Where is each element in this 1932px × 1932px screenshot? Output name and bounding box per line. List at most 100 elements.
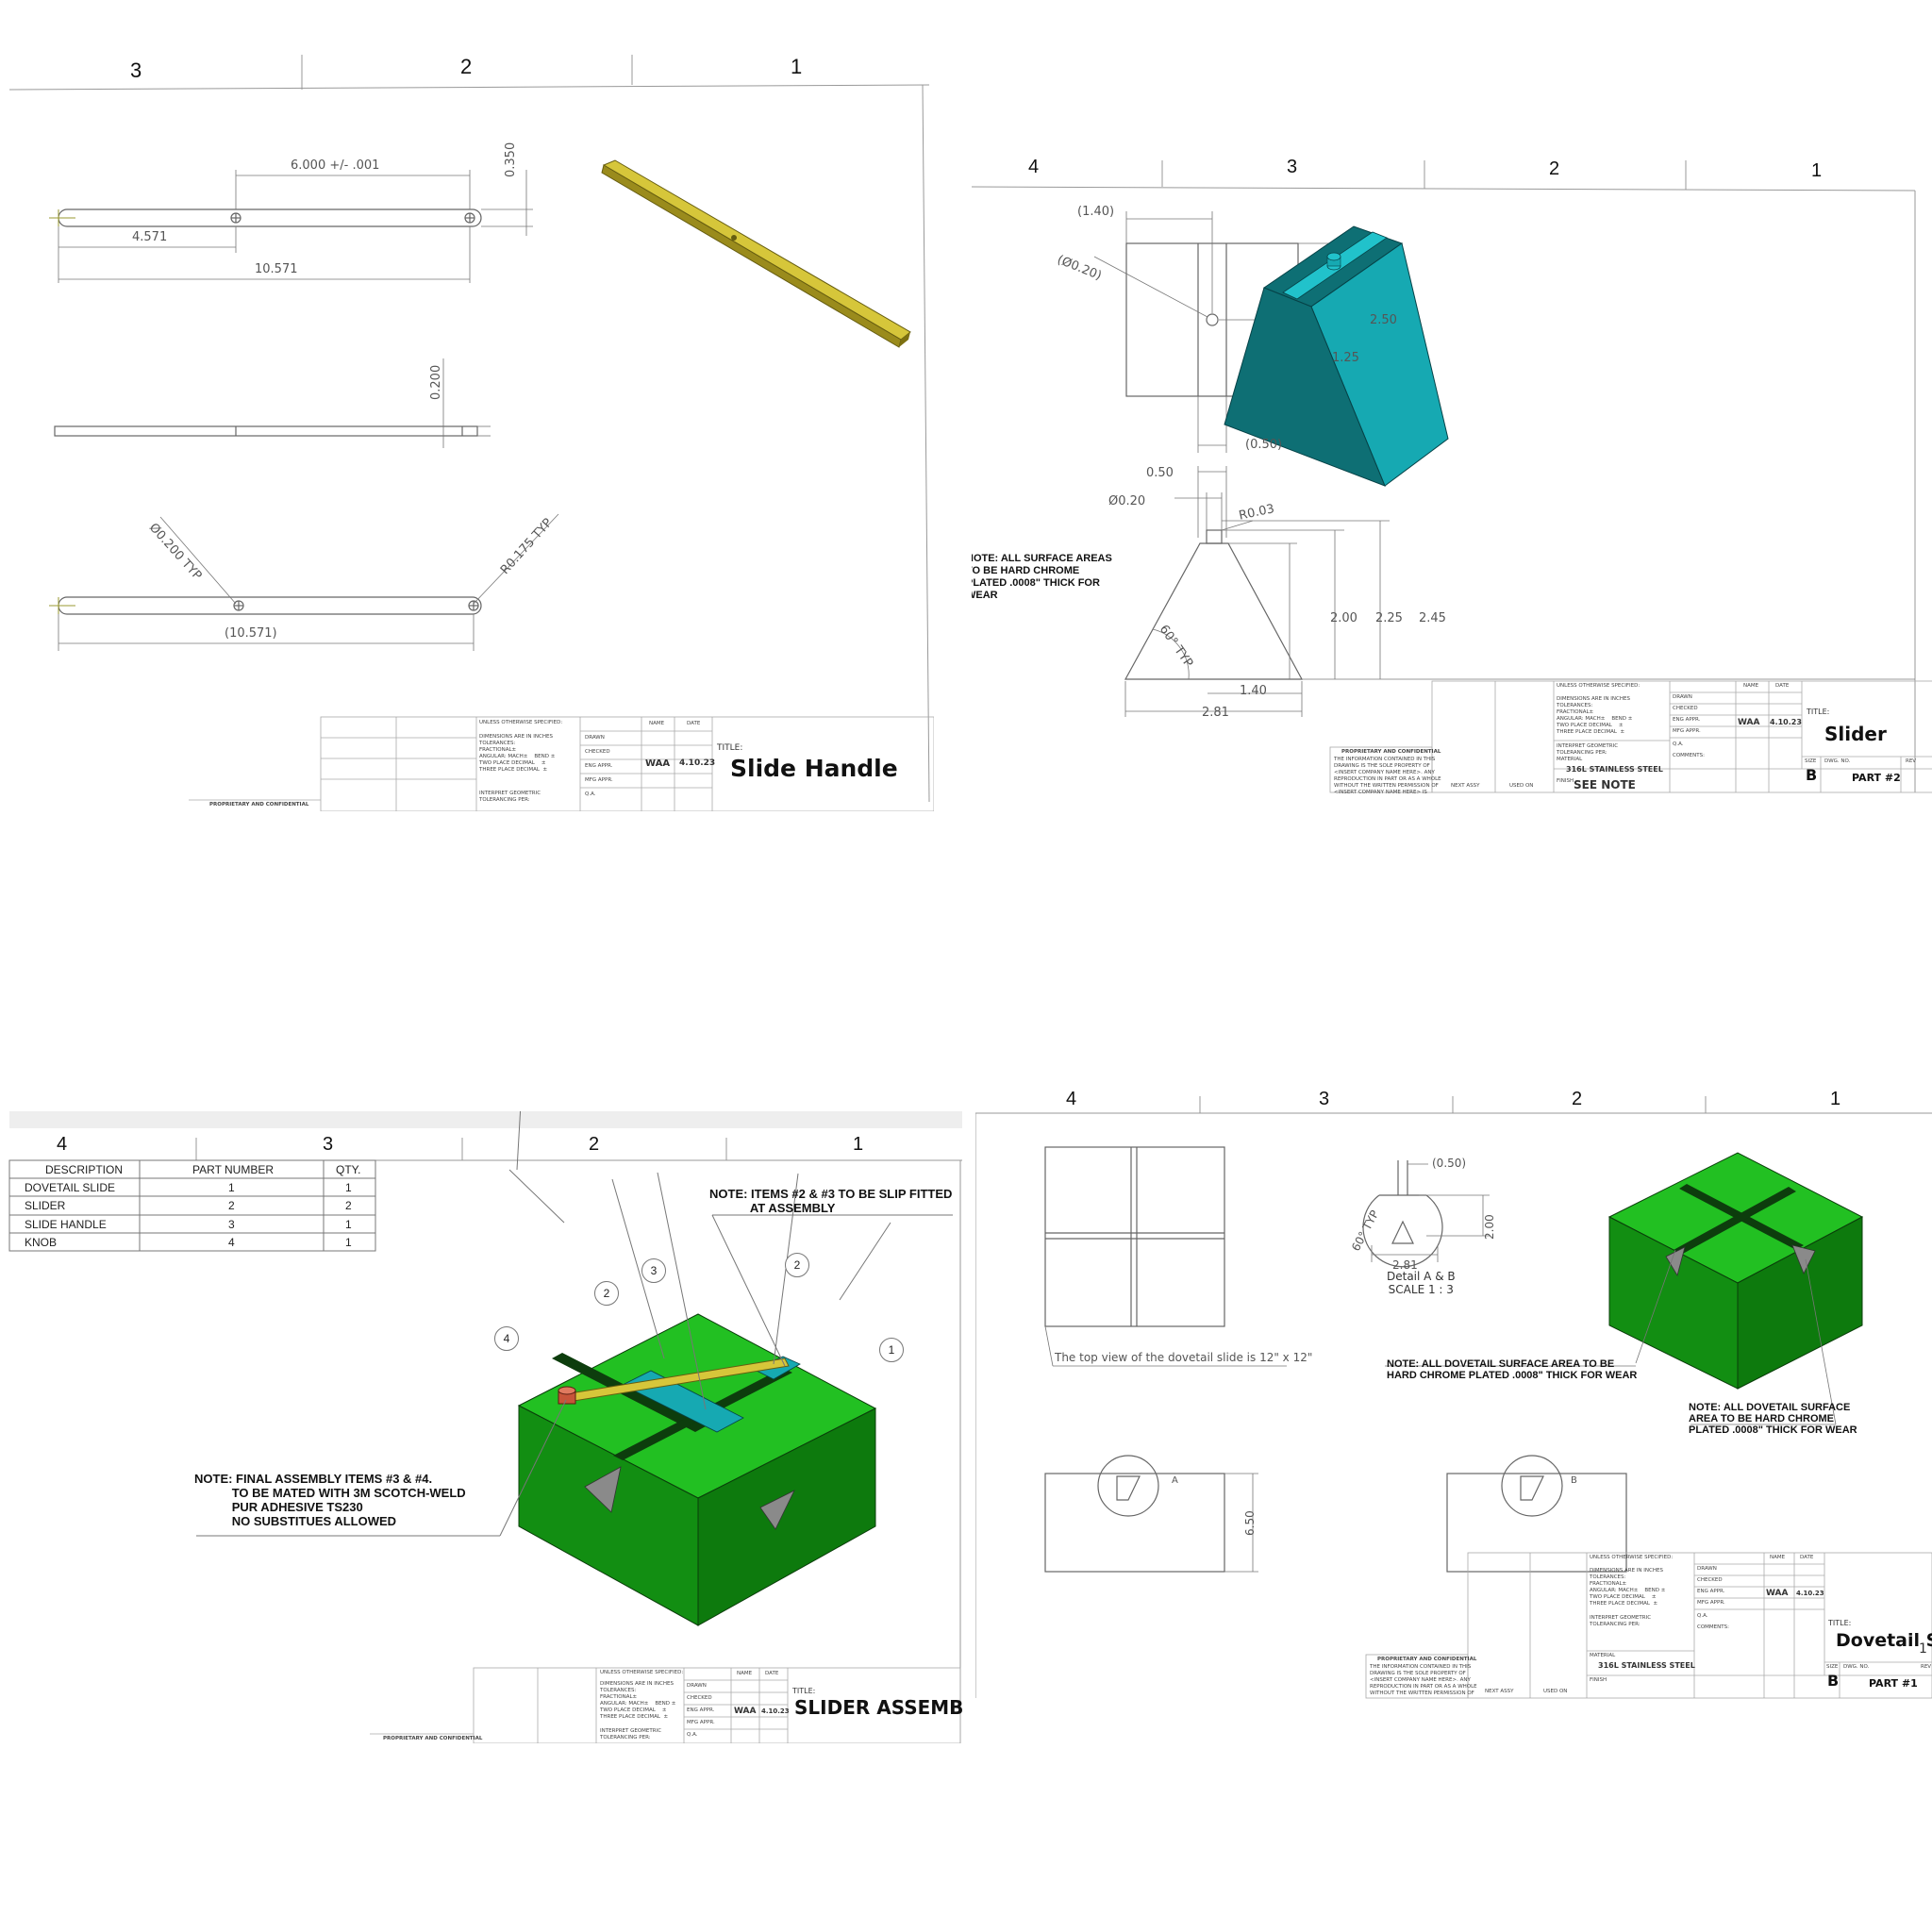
tb-material: 316L STAINLESS STEEL	[1566, 765, 1663, 774]
tb-comments: COMMENTS:	[1673, 753, 1705, 758]
zone-label: 1	[1830, 1089, 1841, 1109]
tb-drawn: DRAWN	[1673, 694, 1692, 700]
sheet-title: Slider	[1824, 723, 1887, 745]
slider-drawing	[972, 160, 1932, 793]
dim-10571-ref: (10.571)	[225, 626, 277, 641]
tb-date: DATE	[1775, 683, 1790, 689]
tb-name: NAME	[649, 721, 665, 726]
tb-dwg: PART #2	[1852, 772, 1901, 784]
dovetail-3d-model	[1607, 1152, 1864, 1390]
tb-finish: SEE NOTE	[1574, 778, 1636, 791]
tb-name: NAME	[1743, 683, 1759, 689]
tb-size-label: SIZE	[1826, 1664, 1839, 1670]
tb-drawn-by: WAA	[1766, 1589, 1789, 1598]
detail-caption: Detail A & B SCALE 1 : 3	[1387, 1270, 1456, 1296]
tb-drawn-date: 4.10.23	[679, 758, 716, 768]
tb-tolerances: DIMENSIONS ARE IN INCHES TOLERANCES: FRA…	[1557, 696, 1633, 735]
tb-rev: REV	[1906, 758, 1917, 764]
tb-eng: ENG APPR.	[585, 763, 613, 769]
handle-3d-model	[601, 159, 911, 348]
tb-tolerances: DIMENSIONS ARE IN INCHES TOLERANCES: FRA…	[600, 1681, 676, 1720]
tb-eng: ENG APPR.	[1697, 1589, 1725, 1594]
dim-0-50-ref: (0.50)	[1245, 438, 1283, 452]
tb-drawn-date: 4.10.23	[1796, 1590, 1824, 1597]
tb-unless: UNLESS OTHERWISE SPECIFIED:	[1590, 1555, 1674, 1560]
balloon-2: 2	[594, 1281, 619, 1306]
slider-sheet: 4 3 2 1 (1.40) (Ø0.20) 2.50 1.25 (0.50) …	[972, 151, 1932, 811]
tb-dwg: PART #1	[1869, 1677, 1918, 1690]
bom-row-qty: 1	[345, 1218, 352, 1231]
dim-2-45: 2.45	[1419, 611, 1446, 625]
tb-drawn-by: WAA	[645, 758, 671, 769]
tb-qa: Q.A.	[585, 791, 596, 797]
bom-table-grid	[8, 1159, 376, 1252]
tb-unless: UNLESS OTHERWISE SPECIFIED:	[1557, 683, 1641, 689]
tb-proprietary: PROPRIETARY AND CONFIDENTIAL	[1377, 1657, 1477, 1662]
zone-label: 2	[460, 55, 473, 78]
slider-note: NOTE: ALL SURFACE AREAS TO BE HARD CHROM…	[972, 553, 1112, 601]
tb-drawn: DRAWN	[585, 735, 605, 741]
zone-label: 2	[589, 1134, 600, 1155]
balloon-3: 3	[641, 1258, 666, 1283]
tb-next-assy: NEXT ASSY	[1485, 1689, 1514, 1694]
tb-drawn-by: WAA	[1738, 718, 1760, 727]
tb-title-label: TITLE:	[717, 743, 743, 753]
tb-unless: UNLESS OTHERWISE SPECIFIED:	[600, 1670, 684, 1675]
dim-4571: 4.571	[132, 230, 168, 244]
tb-next-assy: NEXT ASSY	[1451, 783, 1480, 789]
tb-used-on: USED ON	[1509, 783, 1534, 789]
dim-0200: 0.200	[429, 364, 443, 400]
dim-6000: 6.000 +/- .001	[291, 158, 380, 173]
tb-proprietary: PROPRIETARY AND CONFIDENTIAL	[209, 802, 309, 808]
dovetail-note-2: NOTE: ALL DOVETAIL SURFACE AREA TO BE HA…	[1689, 1402, 1857, 1436]
zone-label: 1	[853, 1134, 864, 1155]
tb-interpret: INTERPRET GEOMETRIC TOLERANCING PER:	[1590, 1615, 1652, 1627]
dim-2-50: 2.50	[1370, 313, 1397, 327]
dim-0-50: 0.50	[1146, 466, 1174, 480]
tb-mfg: MFG APPR.	[687, 1720, 715, 1725]
tb-interpret: INTERPRET GEOMETRIC TOLERANCING PER:	[1557, 743, 1619, 756]
bom-row-qty: 2	[345, 1199, 352, 1212]
tb-proprietary: PROPRIETARY AND CONFIDENTIAL	[1341, 749, 1441, 755]
bom-row-desc: SLIDER	[25, 1199, 66, 1212]
balloon-label: 3	[650, 1264, 658, 1277]
zone-label: 4	[57, 1134, 68, 1155]
tb-date: DATE	[687, 721, 701, 726]
tb-drawn-date: 4.10.23	[1770, 718, 1802, 726]
dim-2-00: 2.00	[1330, 611, 1357, 625]
tb-mfg: MFG APPR.	[1673, 728, 1701, 734]
bom-header-qty: QTY.	[336, 1163, 361, 1176]
bom-header-part-number: PART NUMBER	[192, 1163, 275, 1176]
tb-tolerances: DIMENSIONS ARE IN INCHES TOLERANCES: FRA…	[479, 734, 556, 773]
tb-title-label: TITLE:	[1807, 708, 1830, 716]
balloon-2: 2	[785, 1253, 809, 1277]
tb-drawn: DRAWN	[1697, 1566, 1717, 1572]
tb-size-label: SIZE	[1805, 758, 1817, 764]
tb-drawn-date: 4.10.23	[761, 1707, 790, 1715]
tb-material-label: MATERIAL	[1590, 1653, 1616, 1658]
tb-interpret: INTERPRET GEOMETRIC TOLERANCING PER:	[479, 791, 541, 803]
zone-label: 1	[791, 55, 803, 78]
tb-checked: CHECKED	[1697, 1577, 1723, 1583]
detail-label-a: A	[1172, 1475, 1178, 1486]
zone-label: 4	[1066, 1089, 1077, 1109]
tb-drawn-by: WAA	[734, 1707, 757, 1716]
tb-dwg-label: DWG. NO.	[1843, 1664, 1870, 1670]
balloon-1: 1	[879, 1338, 904, 1362]
dim-1-25: 1.25	[1332, 351, 1359, 365]
tb-qa: Q.A.	[687, 1732, 698, 1738]
zone-label: 3	[1287, 157, 1298, 177]
bom-row-pn: 2	[228, 1199, 235, 1212]
zone-label: 2	[1572, 1089, 1583, 1109]
tb-proprietary-body: THE INFORMATION CONTAINED IN THIS DRAWIN…	[1334, 757, 1441, 795]
assembly-3d-model	[517, 1313, 877, 1626]
tb-comments: COMMENTS:	[1697, 1624, 1729, 1630]
bom-header-description: DESCRIPTION	[45, 1163, 124, 1176]
bom-row-pn: 4	[228, 1236, 235, 1249]
dim-0350: 0.350	[504, 142, 518, 177]
tb-finish-label: FINISH	[1590, 1677, 1607, 1683]
slide-handle-sheet: 3 2 1 6.000 +/- .001 0.350 4.571 10.571 …	[0, 0, 934, 811]
note-slip-fit: NOTE: ITEMS #2 & #3 TO BE SLIP FITTED AT…	[709, 1187, 953, 1215]
dovetail-note-1: NOTE: ALL DOVETAIL SURFACE AREA TO BE HA…	[1387, 1358, 1638, 1381]
tb-rev: REV	[1921, 1664, 1932, 1670]
